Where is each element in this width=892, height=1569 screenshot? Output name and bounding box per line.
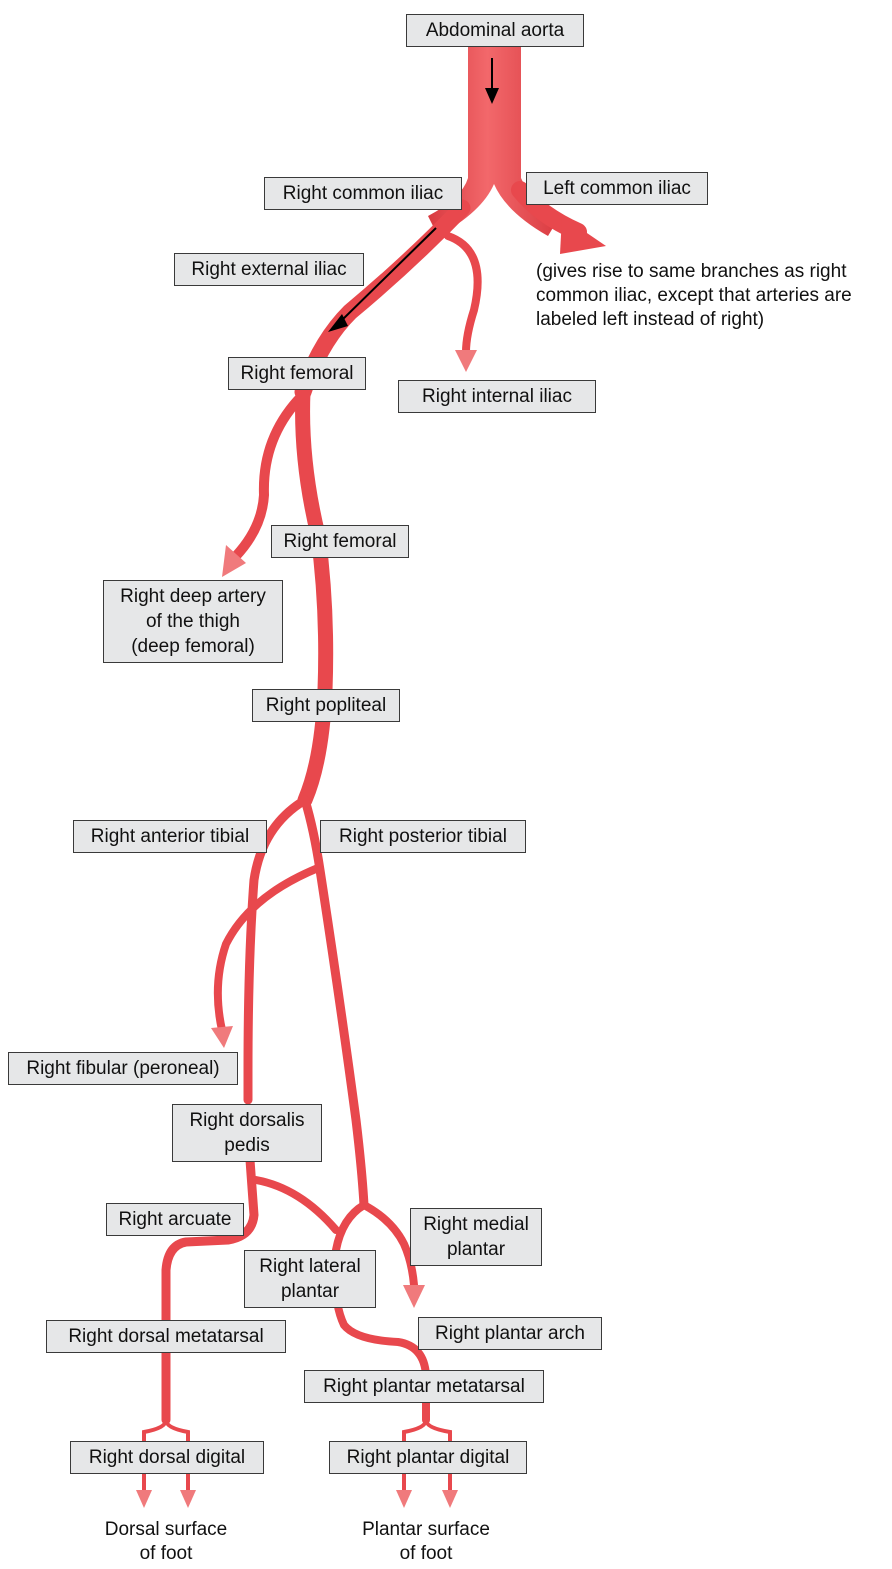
label-right-femoral-upper: Right femoral <box>228 357 366 390</box>
right-fibular-vessel <box>213 864 322 1034</box>
iliac-flow-arrow-line <box>339 227 437 323</box>
plantar-digital-arrowhead-right <box>442 1490 458 1508</box>
label-right-anterior-tibial: Right anterior tibial <box>73 820 267 853</box>
label-right-dorsal-digital: Right dorsal digital <box>70 1441 264 1474</box>
label-right-deep-artery: Right deep artery of the thigh (deep fem… <box>103 580 283 663</box>
label-right-common-iliac: Right common iliac <box>264 177 462 210</box>
right-deep-artery-vessel <box>231 395 303 561</box>
label-right-internal-iliac: Right internal iliac <box>398 380 596 413</box>
label-right-plantar-metatarsal: Right plantar metatarsal <box>304 1370 544 1403</box>
right-fibular-arrowhead <box>211 1026 233 1048</box>
label-right-femoral-lower: Right femoral <box>271 525 409 558</box>
label-right-dorsalis-pedis: Right dorsalis pedis <box>172 1104 322 1162</box>
iliac-flow-arrowhead <box>328 314 348 332</box>
label-right-popliteal: Right popliteal <box>252 689 400 722</box>
label-right-medial-plantar: Right medial plantar <box>410 1208 542 1266</box>
right-dorsalis-pedis-vessel <box>161 1155 259 1425</box>
right-medial-plantar-arrowhead <box>403 1285 425 1308</box>
label-right-external-iliac: Right external iliac <box>174 253 364 286</box>
label-abdominal-aorta: Abdominal aorta <box>406 14 584 47</box>
label-right-lateral-plantar: Right lateral plantar <box>244 1250 376 1308</box>
dorsal-surface-caption: Dorsal surface of foot <box>104 1519 228 1564</box>
right-posterior-tibial-vessel <box>300 795 369 1210</box>
left-common-iliac-arrowhead <box>560 216 606 254</box>
label-right-fibular: Right fibular (peroneal) <box>8 1052 238 1085</box>
right-deep-artery-arrowhead <box>222 545 246 577</box>
plantar-surface-caption: Plantar surface of foot <box>362 1519 490 1564</box>
plantar-digital-arrowhead-left <box>396 1490 412 1508</box>
label-right-arcuate: Right arcuate <box>106 1203 244 1236</box>
label-right-plantar-arch: Right plantar arch <box>418 1317 602 1350</box>
right-internal-iliac-vessel <box>444 232 482 356</box>
right-lateral-plantar-vessel <box>331 1201 430 1424</box>
right-medial-plantar-vessel <box>360 1201 418 1289</box>
dorsal-digital-arrowhead-right <box>180 1490 196 1508</box>
abdominal-aorta-vessel <box>428 38 560 236</box>
label-right-posterior-tibial: Right posterior tibial <box>320 820 526 853</box>
right-femoral-vessel <box>295 384 334 808</box>
label-right-plantar-digital: Right plantar digital <box>329 1441 527 1474</box>
label-right-dorsal-metatarsal: Right dorsal metatarsal <box>46 1320 286 1353</box>
right-dorsalis-to-lateral-vessel <box>252 1176 340 1234</box>
label-left-common-iliac: Left common iliac <box>526 172 708 205</box>
right-plantar-digital-fork <box>402 1418 452 1492</box>
left-common-iliac-note: (gives rise to same branches as right co… <box>536 261 852 330</box>
right-anterior-tibial-vessel <box>243 795 310 1105</box>
dorsal-digital-arrowhead-left <box>136 1490 152 1508</box>
aorta-flow-arrowhead <box>485 88 499 104</box>
right-internal-iliac-arrowhead <box>455 350 477 372</box>
right-dorsal-digital-fork <box>142 1418 190 1492</box>
